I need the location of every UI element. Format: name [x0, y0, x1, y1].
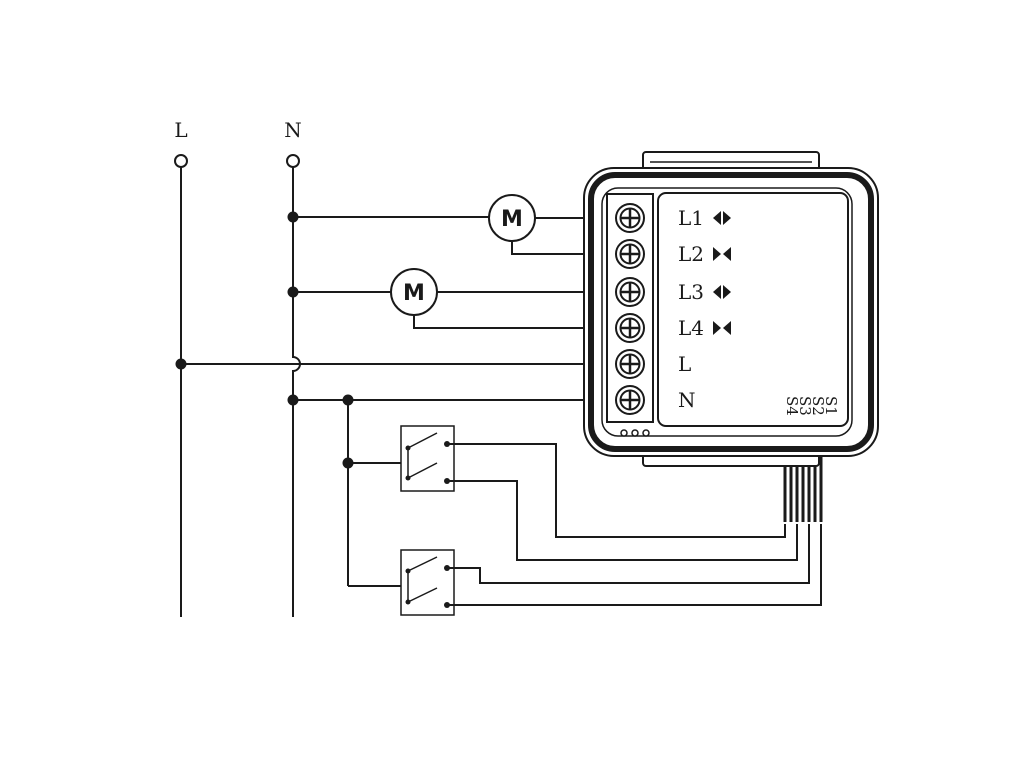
open-arrows-icon	[713, 285, 731, 299]
status-leds	[620, 429, 650, 437]
junction-dot	[287, 394, 299, 406]
switch-input-label: S4	[783, 396, 801, 416]
switch-2-wire-s4	[447, 520, 822, 606]
motor-2-wire-c	[413, 315, 618, 329]
switch-input-label: S3	[796, 396, 814, 416]
terminal-screw	[615, 239, 645, 269]
junction-dot	[342, 457, 354, 469]
motor-2-label: M	[403, 281, 425, 306]
junction-dot	[175, 358, 187, 370]
terminal-label: L3	[678, 280, 704, 304]
terminal-screw	[615, 385, 645, 415]
terminal-screw	[615, 203, 645, 233]
neutral-rail-terminal	[286, 154, 300, 168]
switch-1-wire-s1	[447, 443, 786, 538]
open-arrows-icon	[713, 211, 731, 225]
neutral-rail-label: N	[284, 118, 302, 142]
double-switch-1	[400, 425, 455, 492]
motor-1-wire-c	[511, 241, 618, 255]
terminal-label: L	[678, 352, 691, 376]
label-panel	[657, 192, 849, 427]
close-arrows-icon	[713, 247, 731, 261]
terminal-label: N	[678, 388, 696, 412]
switch-1-wire-s2	[447, 480, 798, 561]
module-bezel	[588, 172, 874, 452]
switch-2-wire-s3	[447, 520, 810, 584]
live-rail-terminal	[174, 154, 188, 168]
terminal-screw	[615, 349, 645, 379]
terminal-label: L4	[678, 316, 704, 340]
terminal-screw	[615, 277, 645, 307]
switch-input-label: S1	[822, 396, 840, 416]
junction-dot	[342, 394, 354, 406]
neutral-rail	[292, 167, 301, 617]
junction-dot	[287, 286, 299, 298]
terminal-label: L1	[678, 206, 704, 230]
switch-input-label: S2	[809, 396, 827, 416]
junction-dot	[287, 211, 299, 223]
terminal-screws	[615, 203, 645, 415]
motor-1-label: M	[501, 207, 523, 232]
terminal-label: L2	[678, 242, 704, 266]
live-rail-label: L	[174, 118, 187, 142]
close-arrows-icon	[713, 321, 731, 335]
terminal-screw	[615, 313, 645, 343]
double-switch-2	[400, 549, 455, 616]
